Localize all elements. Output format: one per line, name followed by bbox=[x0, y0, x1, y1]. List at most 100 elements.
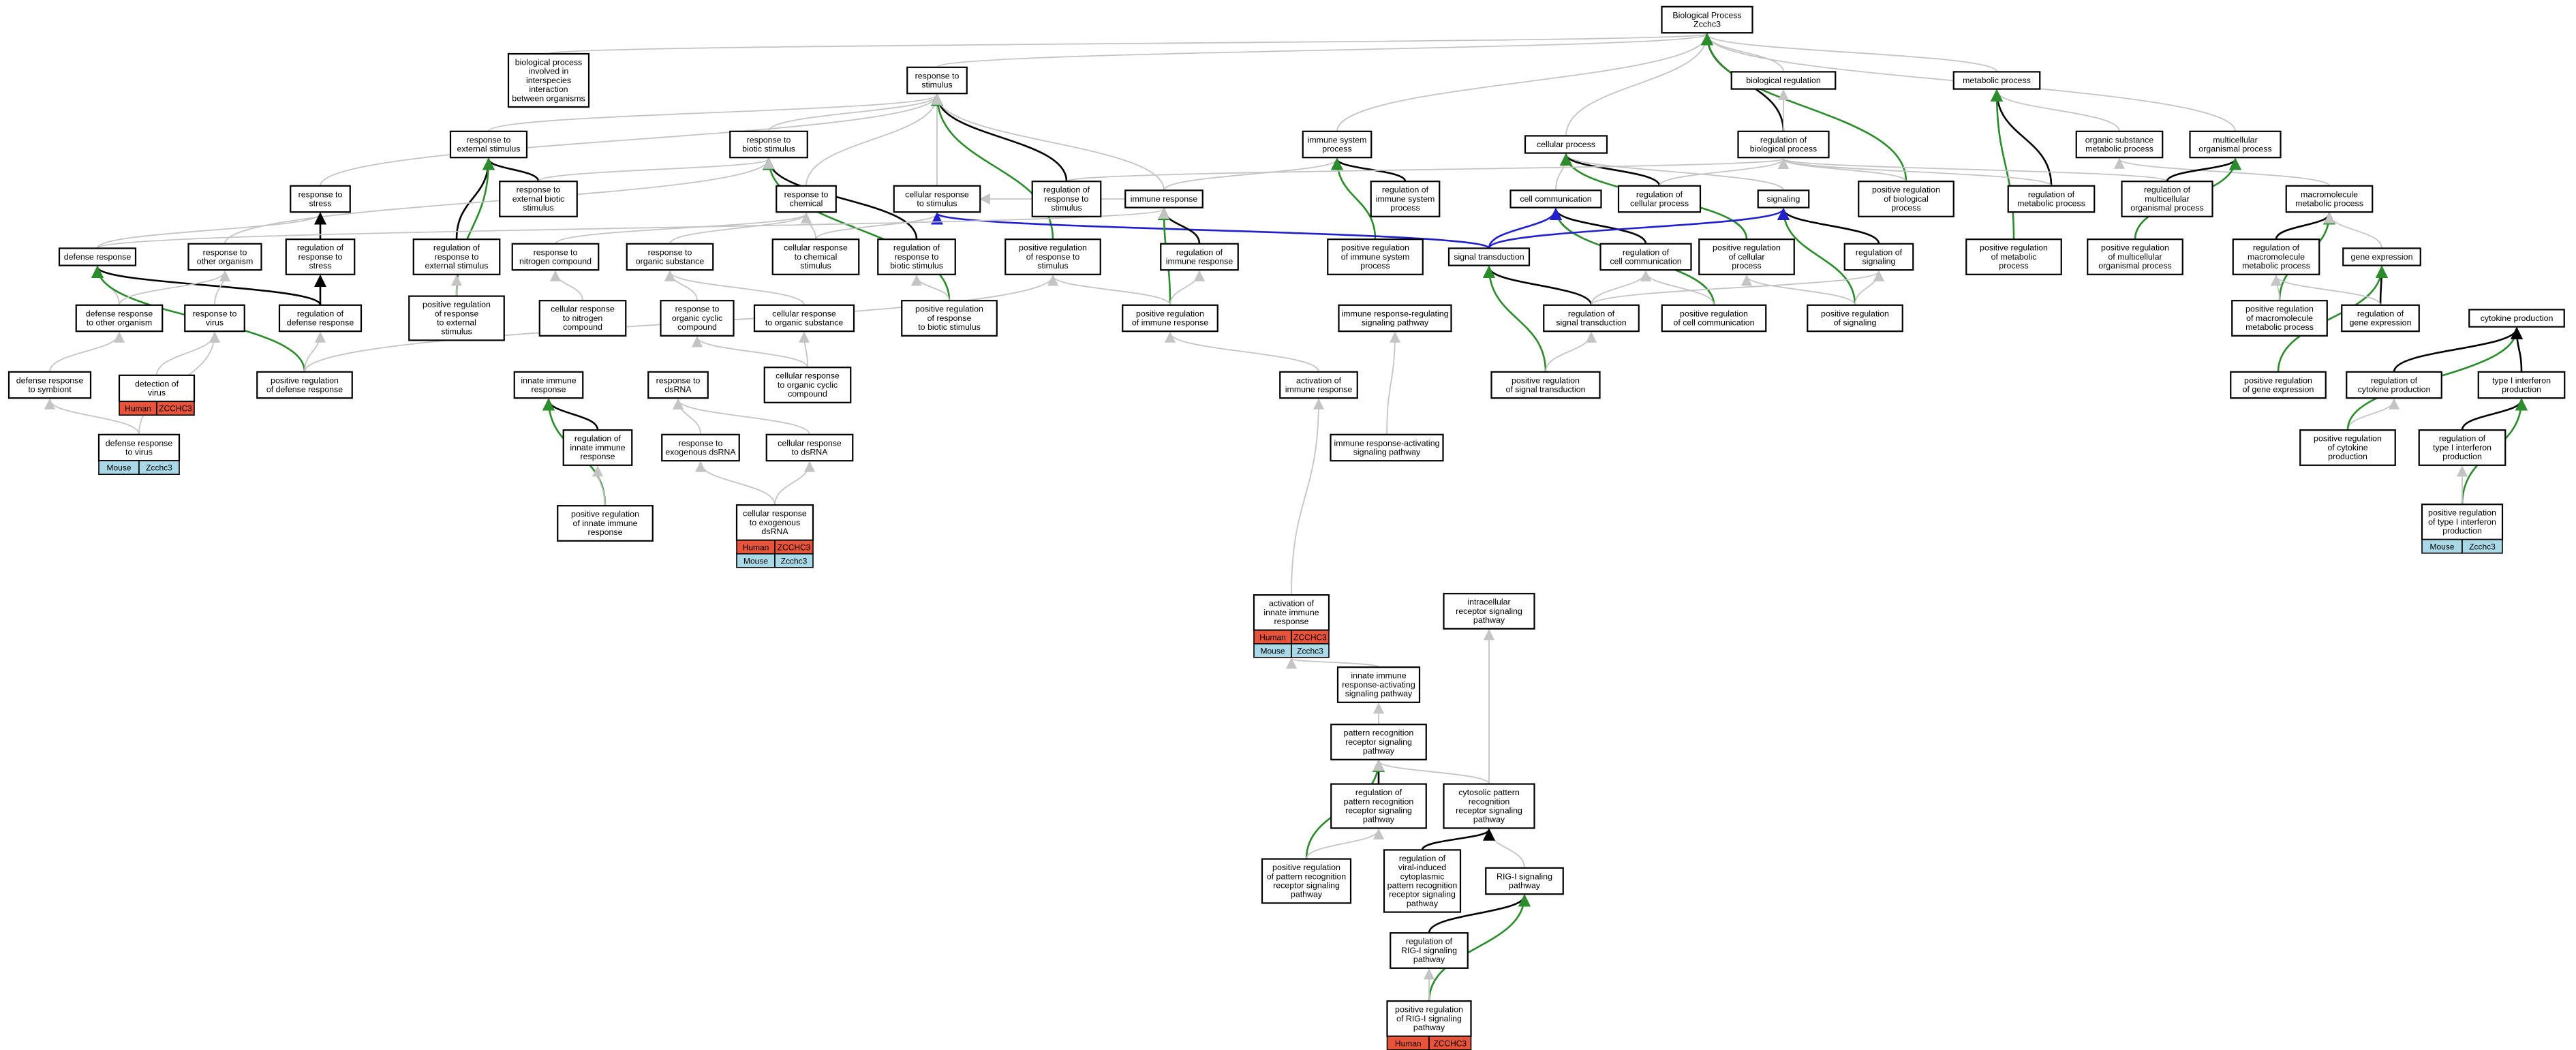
go-term-label: of gene expression bbox=[2243, 385, 2314, 395]
go-term-label: response to bbox=[517, 185, 561, 195]
gene-label: ZCCHC3 bbox=[1293, 632, 1327, 642]
go-term-box bbox=[1730, 71, 1837, 90]
go-term-label: regulation of bbox=[297, 243, 344, 253]
go-term-label: to stimulus bbox=[917, 199, 957, 209]
species-label: Mouse bbox=[2429, 542, 2454, 551]
go-term-label: to organic substance bbox=[765, 318, 843, 328]
species-label: Human bbox=[1259, 632, 1286, 642]
go-term-label: nitrogen compound bbox=[519, 257, 592, 266]
go-term-label: to biotic stimulus bbox=[918, 322, 981, 332]
go-term-label: biological process bbox=[515, 58, 583, 67]
go-term-label: Biological Process bbox=[1672, 10, 1741, 20]
go-term-label: to symbiont bbox=[28, 385, 72, 395]
go-term-box bbox=[1390, 932, 1469, 969]
go-term-label: biotic stimulus bbox=[890, 261, 943, 271]
go-term-box bbox=[449, 130, 528, 159]
go-term-label: external stimulus bbox=[457, 144, 521, 154]
go-term-label: regulation of bbox=[2028, 189, 2075, 199]
go-term-label: regulation of bbox=[433, 243, 480, 253]
go-term-label: exogenous dsRNA bbox=[665, 448, 736, 457]
go-term-box bbox=[1386, 1000, 1472, 1037]
go-term-box bbox=[1330, 433, 1444, 462]
go-term-box bbox=[660, 300, 735, 337]
go-term-label: process bbox=[1390, 203, 1420, 213]
mouse-annotation-cell bbox=[2462, 538, 2503, 554]
inferred-relation-edge bbox=[538, 157, 774, 183]
is-a-edge bbox=[455, 157, 495, 240]
go-term-box bbox=[1302, 130, 1373, 159]
go-term-label: other organism bbox=[197, 257, 254, 266]
go-term-label: metabolic process bbox=[2295, 199, 2363, 209]
go-term-box bbox=[771, 238, 860, 275]
go-term-label: regulation of bbox=[1623, 247, 1670, 257]
go-term-box bbox=[75, 304, 164, 333]
go-term-box bbox=[1330, 783, 1427, 829]
go-term-box bbox=[1160, 243, 1239, 271]
inferred-relation-edge bbox=[488, 93, 942, 132]
go-term-label: pathway bbox=[1473, 615, 1505, 625]
go-term-box bbox=[507, 52, 590, 108]
go-term-label: innate immune bbox=[521, 375, 576, 385]
go-term-box bbox=[1279, 371, 1358, 399]
go-term-box bbox=[1122, 304, 1218, 333]
go-term-box bbox=[513, 371, 584, 399]
mouse-annotation-cell bbox=[138, 460, 180, 476]
positively-regulates-edge bbox=[2277, 265, 2389, 372]
go-term-box bbox=[1370, 181, 1441, 217]
go-term-box bbox=[1330, 724, 1427, 760]
go-term-label: type I interferon bbox=[2433, 443, 2491, 452]
go-term-label: of defense response bbox=[266, 385, 343, 395]
go-term-label: response to bbox=[656, 375, 701, 385]
go-term-node: biological regulation bbox=[1730, 71, 1837, 90]
go-term-label: stress bbox=[309, 199, 331, 209]
go-term-label: biological process bbox=[1750, 144, 1818, 154]
go-term-label: of response bbox=[927, 313, 972, 323]
go-term-label: immune response bbox=[1285, 385, 1353, 395]
go-term-label: signal transduction bbox=[1556, 318, 1626, 328]
go-term-box bbox=[2075, 130, 2164, 159]
go-term-box bbox=[763, 367, 852, 403]
go-term-box bbox=[2231, 300, 2328, 337]
go-term-label: cellular response bbox=[905, 189, 969, 199]
go-term-label: interspecies bbox=[526, 76, 571, 85]
go-term-label: receptor signaling bbox=[1389, 890, 1456, 899]
species-label: Mouse bbox=[1260, 646, 1285, 655]
go-term-box bbox=[1807, 304, 1903, 333]
go-term-box bbox=[1965, 238, 2062, 275]
go-term-label: activation of bbox=[1269, 599, 1315, 608]
go-term-box bbox=[511, 243, 600, 271]
go-term-box bbox=[753, 304, 855, 333]
go-term-label: cellular process bbox=[1537, 140, 1595, 149]
go-term-label: regulation of bbox=[893, 243, 940, 253]
inferred-relation-edge bbox=[672, 398, 701, 435]
go-term-label: regulation of bbox=[1176, 247, 1223, 257]
go-term-label: signaling pathway bbox=[1362, 318, 1429, 328]
go-term-label: type I interferon bbox=[2492, 375, 2551, 385]
go-term-label: production bbox=[2442, 452, 2482, 461]
go-term-label: innate immune bbox=[1351, 671, 1406, 681]
inferred-relation-edge bbox=[798, 331, 810, 368]
go-term-box bbox=[1336, 666, 1421, 703]
go-term-box bbox=[408, 295, 505, 341]
go-term-label: innate immune bbox=[1263, 608, 1319, 617]
go-term-box bbox=[729, 130, 808, 159]
inferred-relation-edge bbox=[224, 157, 774, 244]
go-term-label: response bbox=[588, 527, 623, 537]
